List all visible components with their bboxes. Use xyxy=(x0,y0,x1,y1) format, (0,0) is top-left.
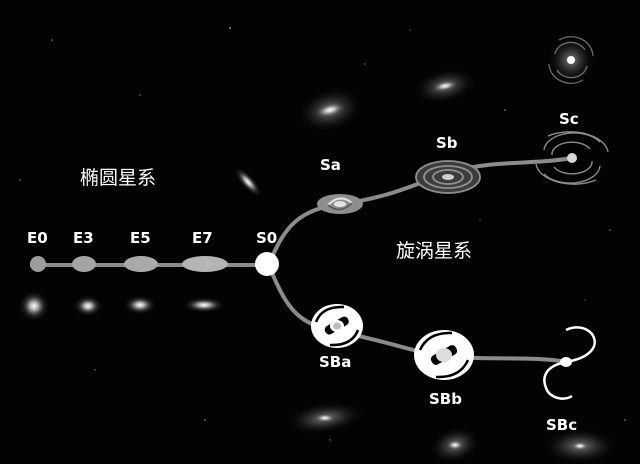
label-sbc: SBc xyxy=(546,416,577,434)
node-s0 xyxy=(255,252,279,276)
photo-sb-galaxy xyxy=(413,68,477,104)
photo-sa-galaxy xyxy=(296,86,364,134)
node-e0 xyxy=(30,256,46,272)
label-e3: E3 xyxy=(73,229,94,247)
label-e5: E5 xyxy=(130,229,151,247)
type-labels: E0 E3 E5 E7 S0 Sa Sb Sc SBa SBb SBc xyxy=(27,110,579,434)
star-field xyxy=(19,27,626,441)
label-sa: Sa xyxy=(320,156,341,174)
node-sb xyxy=(415,160,481,194)
spiral-group-label: 旋涡星系 xyxy=(396,240,472,262)
barred-spiral-track xyxy=(268,267,569,364)
node-e3 xyxy=(72,256,96,272)
node-sba xyxy=(311,304,363,348)
photo-e3-galaxy xyxy=(73,295,103,317)
node-e7 xyxy=(182,256,228,272)
barred-spiral-nodes xyxy=(311,304,596,400)
photo-sbc-galaxy xyxy=(542,428,618,464)
photo-e5-galaxy xyxy=(123,295,157,315)
node-sc xyxy=(535,131,609,185)
elliptical-nodes xyxy=(30,252,279,276)
label-e0: E0 xyxy=(27,229,48,247)
label-sc: Sc xyxy=(559,110,579,128)
label-sba: SBa xyxy=(319,353,351,371)
node-e5 xyxy=(124,256,158,272)
spiral-track xyxy=(268,156,573,263)
node-sa xyxy=(317,194,363,214)
node-sbc xyxy=(543,326,596,400)
photo-sc-galaxy xyxy=(547,36,595,84)
galaxy-photos xyxy=(18,36,618,464)
photo-sba-galaxy xyxy=(285,401,365,435)
label-e7: E7 xyxy=(192,229,213,247)
photo-e0-galaxy xyxy=(18,290,50,322)
photo-e7-galaxy xyxy=(182,297,226,313)
photo-s0-galaxy xyxy=(233,166,263,198)
label-s0: S0 xyxy=(256,229,277,247)
node-sbb xyxy=(414,330,474,380)
elliptical-group-label: 椭圆星系 xyxy=(80,167,156,189)
spiral-nodes xyxy=(317,131,609,214)
label-sb: Sb xyxy=(436,134,458,152)
photo-sbb-galaxy xyxy=(429,426,481,464)
label-sbb: SBb xyxy=(429,390,462,408)
